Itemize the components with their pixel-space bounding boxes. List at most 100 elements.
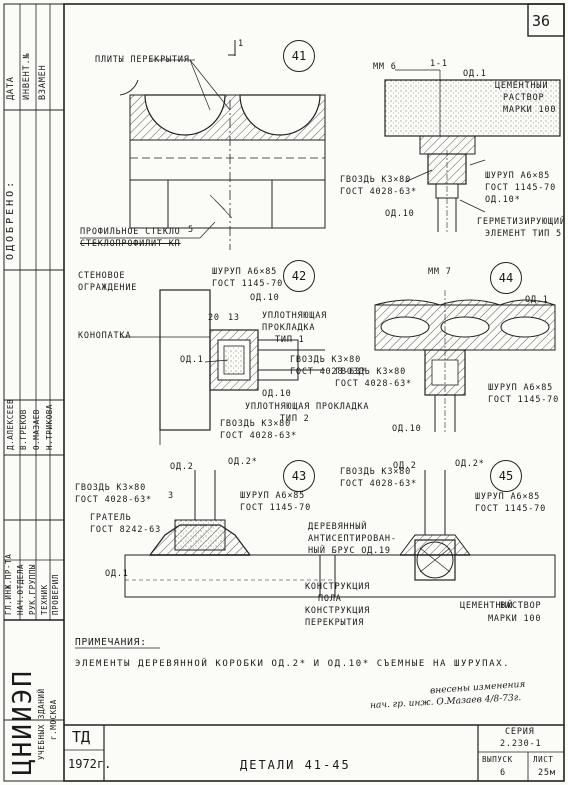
stamp-position-2: НАЧ.ОТДЕЛА: [16, 563, 25, 615]
label-gost4028-43: ГОСТ 4028-63*: [75, 495, 152, 505]
detail-43-marker: 43: [283, 460, 315, 492]
detail-42-marker: 42: [283, 260, 315, 292]
stamp-date-label: ДАТА: [6, 76, 16, 100]
detail-41-marker: 41: [283, 40, 315, 72]
label-od10-11: ОД.10*: [485, 195, 521, 205]
label-dim20: 20: [208, 313, 220, 323]
label-section-ref: 1: [238, 39, 244, 49]
label-od2-43: ОД.2: [170, 462, 194, 472]
label-gost4028-44: ГОСТ 4028-63*: [335, 379, 412, 389]
notes-heading: ПРИМЕЧАНИЯ:: [75, 637, 147, 648]
sheet-year: 1972г.: [68, 757, 112, 771]
issue-label: ВЫПУСК: [482, 755, 513, 764]
stamp-name-3: О.МАЗАЕВ: [32, 409, 41, 450]
label-derev-3: НЫЙ БРУС ОД.19: [308, 546, 391, 556]
label-shurup-42: ШУРУП А6×85: [212, 267, 278, 277]
label-derev-1: ДЕРЕВЯННЫЙ: [308, 522, 368, 532]
label-konstr-3: КОНСТРУКЦИЯ: [305, 606, 371, 616]
label-gvozd-42b: ГВОЗДЬ К3×80: [220, 419, 292, 429]
label-konopatka: КОНОПАТКА: [78, 331, 132, 341]
sheet-code: ТД: [72, 728, 91, 746]
label-tip1: ТИП 1: [275, 335, 305, 345]
stamp-org: ЦНИИЭП: [8, 669, 38, 775]
detail-41-drawing: [80, 40, 326, 250]
section-1-1-drawing: [384, 69, 561, 232]
label-gost4028-11: ГОСТ 4028-63*: [340, 187, 417, 197]
label-gvozd-45: ГВОЗДЬ К3×80: [340, 467, 412, 477]
label-od1-top: ОД.1: [463, 69, 487, 79]
label-konstr-4: ПЕРЕКРЫТИЯ: [305, 618, 365, 628]
label-gost1145-11: ГОСТ 1145-70: [485, 183, 557, 193]
label-cement-3: МАРКИ 100: [503, 105, 557, 115]
label-mm7: ММ 7: [428, 267, 452, 277]
label-dim-5: 5: [188, 225, 194, 235]
label-profil-2: СТЕКЛОПРОФИЛИТ КП: [80, 239, 181, 249]
label-plity: ПЛИТЫ ПЕРЕКРЫТИЯ: [95, 55, 190, 65]
label-konstr-1: КОНСТРУКЦИЯ: [305, 582, 371, 592]
label-gost1145-45: ГОСТ 1145-70: [475, 504, 547, 514]
label-od10-44: ОД.10: [392, 424, 422, 434]
label-od2s-43: ОД.2*: [228, 457, 258, 467]
sheet-title: ДЕТАЛИ 41-45: [240, 758, 351, 772]
label-gost4028-45: ГОСТ 4028-63*: [340, 479, 417, 489]
stamp-position-3: РУК.ГРУППЫ: [28, 563, 37, 615]
label-shurup-11: ШУРУП А6×85: [485, 171, 551, 181]
label-mm6: ММ 6: [373, 62, 397, 72]
series-value: 2.230-1: [500, 739, 542, 749]
label-gost1145-43: ГОСТ 1145-70: [240, 503, 312, 513]
label-shurup-44: ШУРУП А6×85: [488, 383, 554, 393]
label-gost1145-44: ГОСТ 1145-70: [488, 395, 560, 405]
label-od2-45: ОД.2: [393, 461, 417, 471]
detail-44-drawing: [374, 290, 556, 432]
stamp-position-1: ГЛ.ИНЖ.ПР-ТА: [4, 553, 13, 615]
label-gvozd-44: ГВОЗДЬ К3×80: [335, 367, 407, 377]
label-od1-42: ОД.1: [180, 355, 204, 365]
label-profil-1: ПРОФИЛЬНОЕ СТЕКЛО: [80, 227, 181, 237]
label-cement-45-1: ЦЕМЕНТНЫЙ: [460, 601, 514, 611]
detail-44-marker: 44: [490, 262, 522, 294]
label-shurup-45: ШУРУП А6×85: [475, 492, 541, 502]
label-gost8242: ГОСТ 8242-63: [90, 525, 162, 535]
label-germ-1: ГЕРМЕТИЗИРУЮЩИЙ: [477, 217, 566, 227]
label-cement-1: ЦЕМЕНТНЫЙ: [495, 81, 549, 91]
notes-text: ЭЛЕМЕНТЫ ДЕРЕВЯННОЙ КОРОБКИ ОД.2* И ОД.1…: [75, 659, 511, 669]
label-od1-43: ОД.1: [105, 569, 129, 579]
detail-43-drawing: [124, 470, 336, 598]
stamp-inv-label: ИНВЕНТ.№: [22, 52, 32, 100]
stamp-position-5: ПРОВЕРИЛ: [51, 574, 60, 615]
stamp-name-2: В.ГРЕКОВ: [19, 409, 28, 450]
stamp-name-1: Д.АЛЕКСЕЕВ: [6, 398, 15, 450]
label-dim3-43: 3: [168, 491, 174, 501]
label-germ-2: ЭЛЕМЕНТ ТИП 5: [485, 229, 562, 239]
page-number: 36: [532, 12, 551, 30]
label-od10-42: ОД.10: [250, 293, 280, 303]
list-value: 25м: [538, 768, 556, 778]
label-konstr-2: ПОЛА: [318, 594, 342, 604]
label-gvozd-42: ГВОЗДЬ К3×80: [290, 355, 362, 365]
label-cement-45-2: РАСТВОР: [500, 601, 542, 611]
label-stenovoe-2: ОГРАЖДЕНИЕ: [78, 283, 138, 293]
label-cement-2: РАСТВОР: [503, 93, 545, 103]
detail-45-marker: 45: [490, 460, 522, 492]
issue-value: 6: [500, 768, 506, 778]
detail-42-drawing: [120, 289, 325, 445]
series-label: СЕРИЯ: [505, 727, 535, 737]
stamp-org-city: г.МОСКВА: [49, 699, 58, 740]
label-dim13: 13: [228, 313, 240, 323]
stamp-vzamen-label: ВЗАМЕН: [38, 64, 48, 100]
label-gratel: ГРАТЕЛЬ: [90, 513, 132, 523]
detail-45-drawing: [319, 470, 556, 598]
list-label: ЛИСТ: [533, 755, 554, 764]
label-stenovoe-1: СТЕНОВОЕ: [78, 271, 126, 281]
label-gvozd-11: ГВОЗДЬ К3×80: [340, 175, 412, 185]
stamp-name-4: Н.ТРИКОВА: [45, 403, 54, 450]
label-gost4028-42: ГОСТ 4028-63*: [290, 367, 367, 377]
label-shurup-43: ШУРУП А6×85: [240, 491, 306, 501]
label-uplot-2: ПРОКЛАДКА: [262, 323, 316, 333]
stamp-position-4: ТЕХНИК: [40, 584, 49, 615]
label-od2s-45: ОД.2*: [455, 459, 485, 469]
label-tip2: ТИП 2: [280, 414, 310, 424]
label-od10-42b: ОД.10: [262, 389, 292, 399]
